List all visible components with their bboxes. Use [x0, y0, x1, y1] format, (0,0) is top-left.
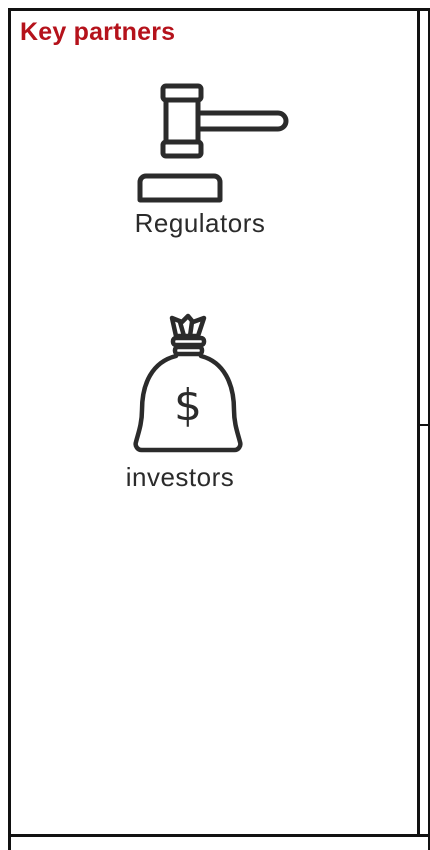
section-title: Key partners — [20, 18, 176, 46]
column-divider — [417, 8, 420, 836]
canvas-border-bottom — [8, 834, 430, 837]
canvas-border-left — [8, 8, 11, 850]
adjacent-block-divider — [418, 424, 430, 426]
partner-investors: $ investors — [80, 312, 280, 492]
gavel-icon — [137, 83, 289, 203]
next-section-peek — [20, 840, 220, 850]
partner-label-regulators: Regulators — [134, 208, 266, 238]
partner-label-investors: investors — [125, 462, 235, 492]
canvas-border-right — [428, 8, 430, 850]
money-bag-icon: $ — [133, 313, 243, 453]
canvas-border-top — [10, 8, 430, 11]
partner-regulators: Regulators — [100, 80, 300, 238]
dollar-sign-glyph: $ — [174, 380, 202, 431]
